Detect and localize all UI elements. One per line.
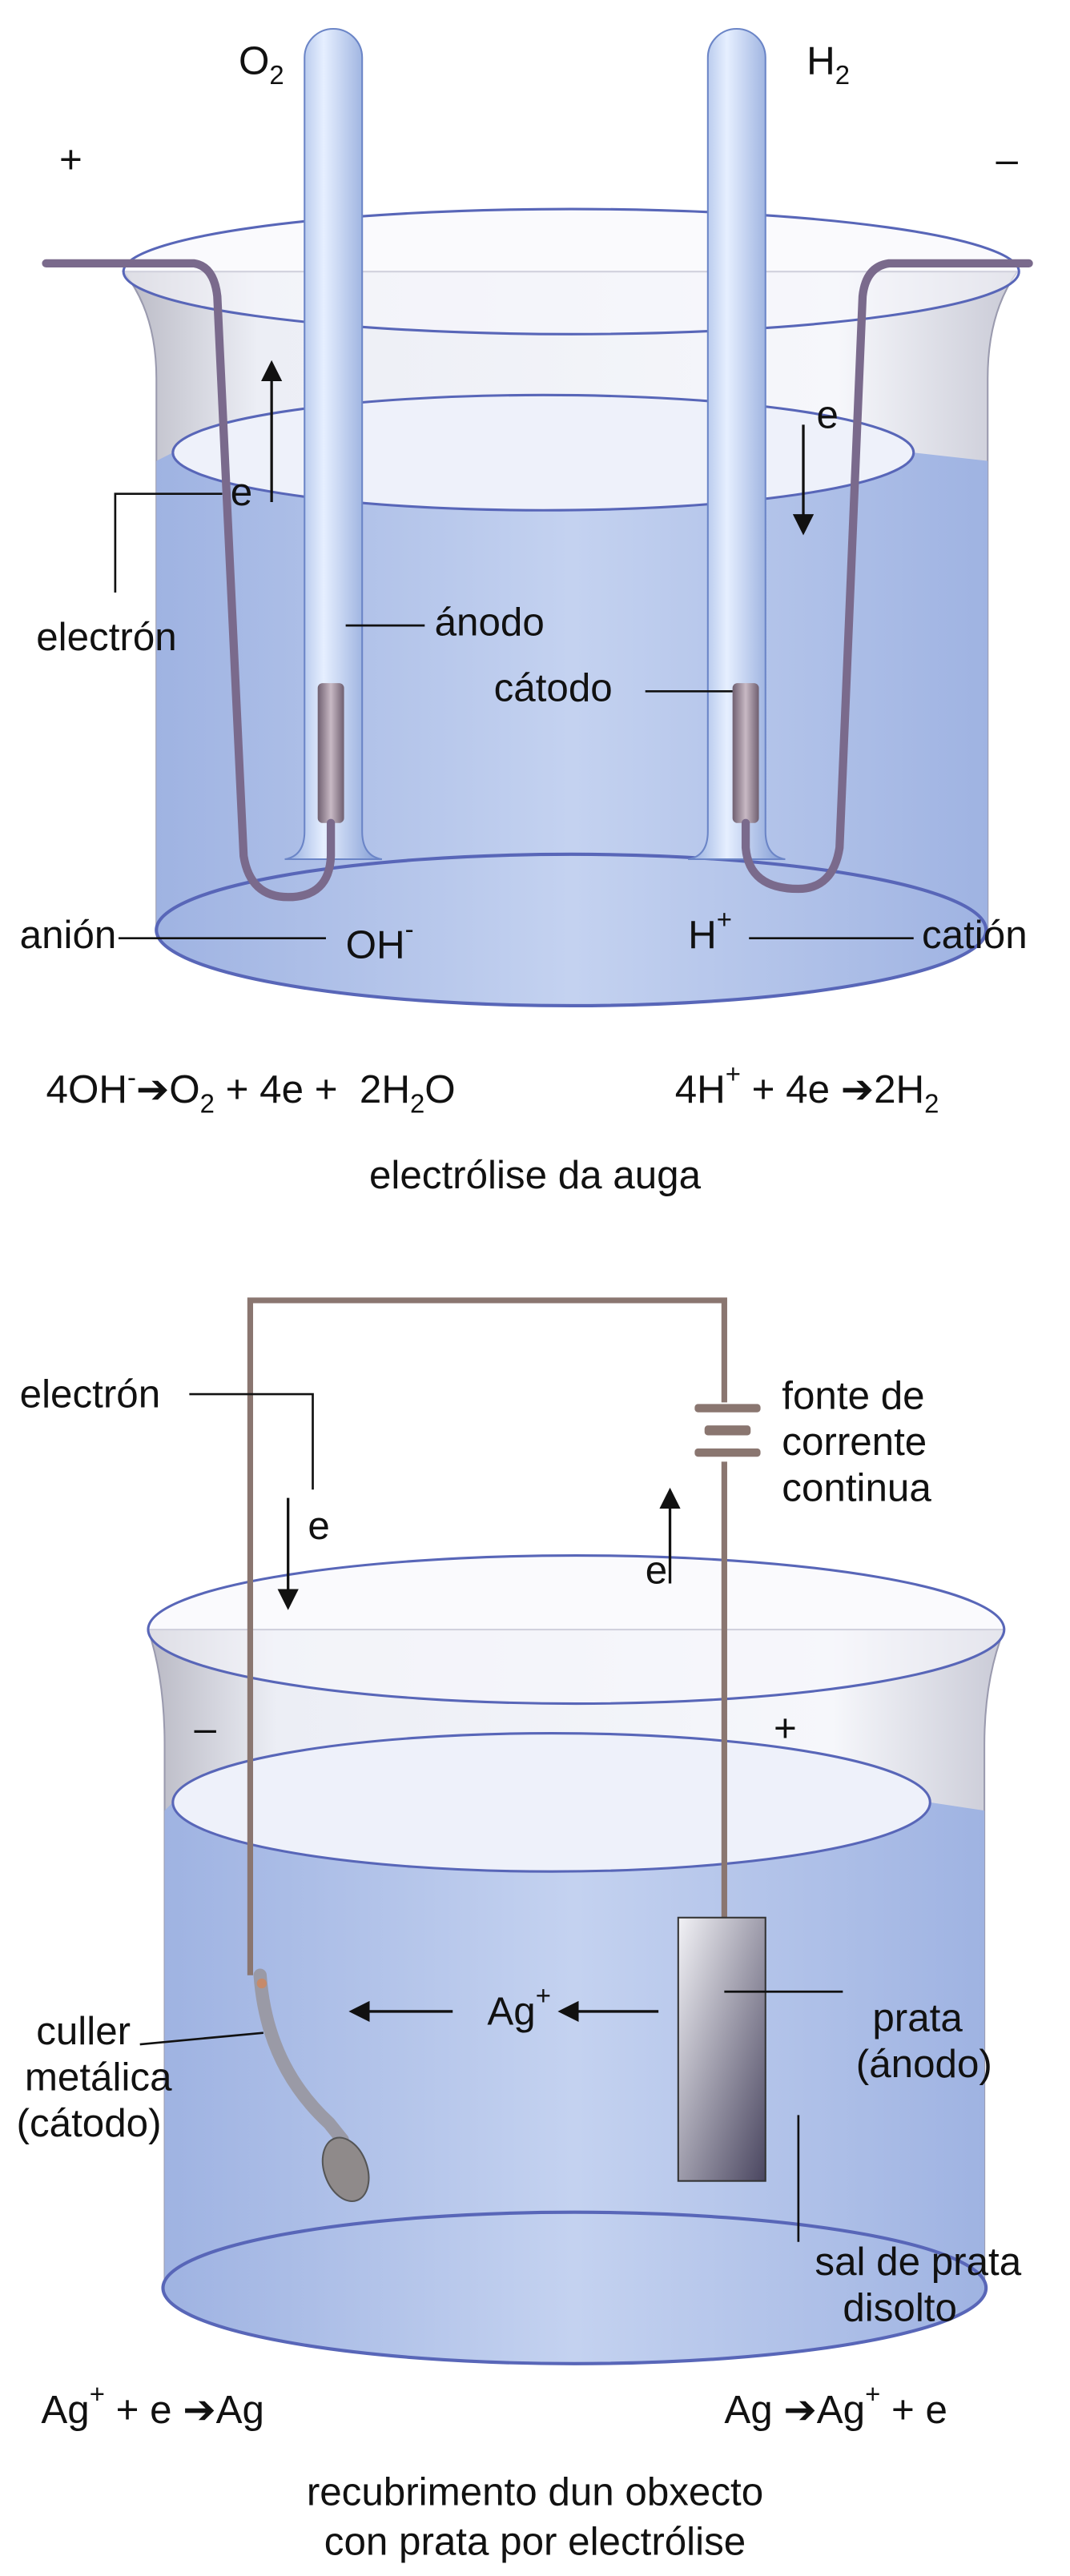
hydroxide-ion: OH [346, 922, 405, 967]
negative-terminal: – [996, 138, 1019, 182]
anode-equation: Ag ➔Ag+ + e [724, 2379, 947, 2432]
hydrogen-ion: H [688, 913, 717, 957]
electron-label: electrón [20, 1372, 160, 1417]
hydrogen-label: H [807, 38, 835, 82]
cathode-equation: 4H+ + 4e ➔2H2 [675, 1059, 939, 1119]
cathode-label: cátodo [494, 666, 613, 710]
circuit-wire [247, 1297, 727, 1975]
negative-terminal: – [195, 1706, 217, 1750]
electron-symbol: e [646, 1548, 667, 1592]
electron-symbol: e [231, 470, 252, 514]
cathode-tube [687, 28, 786, 861]
electron-symbol: e [816, 392, 838, 436]
positive-terminal: + [774, 1706, 797, 1750]
svg-text:H+: H+ [688, 904, 732, 957]
anode-wire [42, 259, 336, 902]
anode-label: ánodo [435, 600, 545, 644]
electron-label: electrón [36, 615, 176, 659]
anode-equation: 4OH-➔O2 + 4e + 2H2O [46, 1063, 456, 1119]
cathode-equation: Ag+ + e ➔Ag [41, 2379, 264, 2432]
anion-label: anión [20, 913, 117, 957]
cathode-wire [741, 259, 1033, 894]
svg-text:H2: H2 [807, 38, 850, 89]
svg-text:O2: O2 [239, 38, 284, 89]
spoon-cathode [253, 1968, 370, 2202]
svg-text:Ag+: Ag+ [487, 1981, 551, 2034]
battery-icon [694, 1404, 761, 1457]
anode-label: prata(ánodo) [856, 1996, 992, 2087]
cathode-electrode [732, 683, 759, 823]
silver-anode-plate [677, 1916, 766, 2182]
svg-text:OH-: OH- [346, 914, 414, 967]
oxygen-label: O [239, 38, 269, 82]
top-caption: electrólise da auga [369, 1153, 702, 1197]
anode-electrode [317, 683, 344, 823]
positive-terminal: + [59, 138, 82, 182]
silver-ion: Ag [487, 1989, 535, 2033]
anode-tube [284, 28, 383, 861]
cation-label: catión [922, 913, 1028, 957]
electron-symbol: e [308, 1504, 329, 1548]
